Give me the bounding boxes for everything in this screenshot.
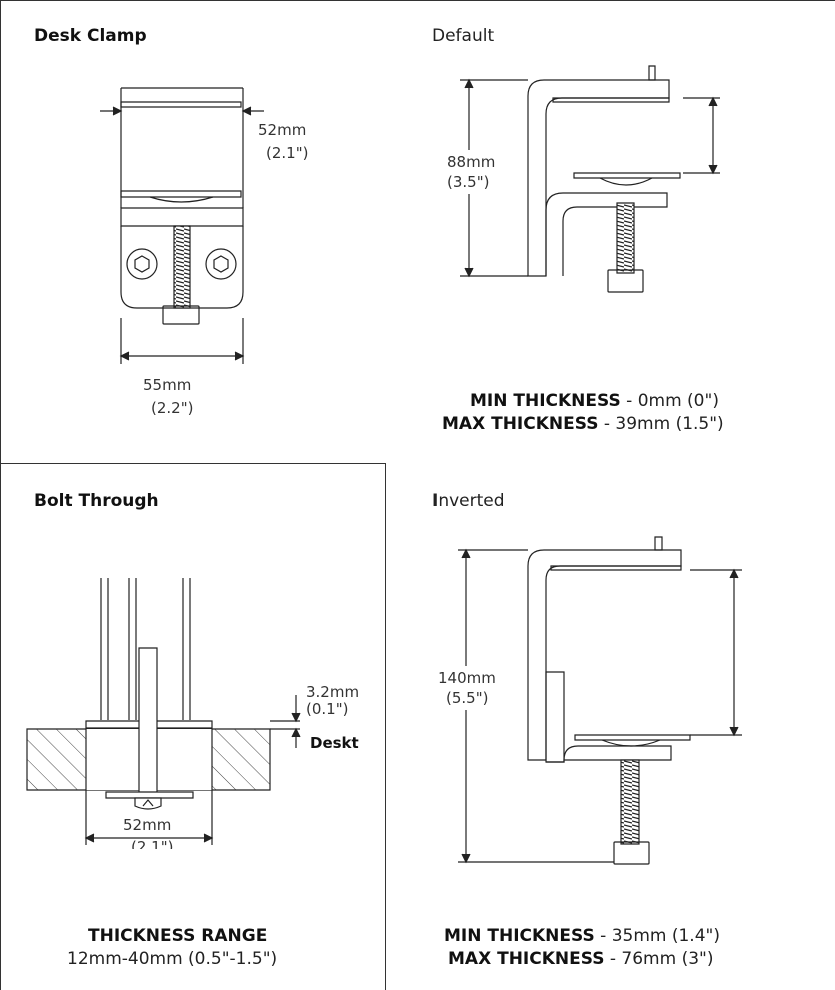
desk-clamp-base-width-in: (2.2"): [151, 399, 194, 417]
bolt-through-title: Bolt Through: [34, 491, 159, 511]
bolt-through-desktop-label: Deskt: [310, 734, 359, 752]
inverted-max-label: MAX THICKNESS: [448, 949, 605, 969]
inverted-pin: [655, 537, 662, 550]
default-pin: [649, 66, 655, 80]
default-lower-pad: [574, 173, 680, 178]
inverted-upper-arm: [528, 550, 681, 760]
default-max-value: - 39mm (1.5"): [598, 414, 724, 434]
default-max-thickness: MAX THICKNESS - 39mm (1.5"): [442, 416, 724, 433]
default-lower-arm: [546, 193, 667, 276]
inverted-top-pad: [551, 566, 681, 570]
inverted-knob: [614, 842, 649, 864]
default-label: Default: [432, 26, 495, 46]
frame-divider-vertical: [385, 463, 386, 990]
default-min-value: - 0mm (0"): [620, 391, 719, 411]
desk-clamp-bolt-right: [206, 249, 236, 279]
bolt-through-hole-width: 52mm: [123, 816, 172, 834]
bolt-through-hole-width-in: (2.1"): [131, 840, 174, 849]
inverted-screw: [621, 760, 639, 844]
default-height: 88mm: [447, 153, 496, 171]
frame-top: [0, 0, 835, 1]
inverted-side-plate: [546, 672, 564, 762]
default-top-pad: [553, 98, 669, 102]
desk-clamp-top-width: 52mm: [258, 121, 307, 139]
default-min-thickness: MIN THICKNESS - 0mm (0"): [470, 393, 719, 410]
default-knob: [608, 270, 643, 292]
inverted-height-in: (5.5"): [446, 689, 489, 707]
desk-clamp-title: Desk Clamp: [34, 26, 147, 46]
inverted-min-label: MIN THICKNESS: [444, 926, 595, 946]
desk-clamp-knob: [163, 306, 199, 324]
inverted-label-first: I: [432, 491, 439, 511]
default-screw: [617, 203, 634, 273]
frame-divider-horizontal: [0, 463, 385, 464]
bolt-through-washer-thickness: 3.2mm: [306, 685, 360, 700]
inverted-max-thickness: MAX THICKNESS - 76mm (3"): [448, 951, 713, 968]
default-height-in: (3.5"): [447, 173, 490, 191]
bolt-through-range-label: THICKNESS RANGE: [88, 926, 268, 946]
desk-clamp-screw: [174, 226, 190, 308]
inverted-lower-arm: [546, 746, 671, 762]
inverted-max-value: - 76mm (3"): [604, 949, 714, 969]
inverted-height: 140mm: [438, 669, 496, 687]
desk-clamp-bolt-left: [127, 249, 157, 279]
inverted-min-thickness: MIN THICKNESS - 35mm (1.4"): [444, 928, 720, 945]
inverted-min-value: - 35mm (1.4"): [594, 926, 720, 946]
default-min-label: MIN THICKNESS: [470, 391, 621, 411]
bolt-through-range-value: 12mm-40mm (0.5"-1.5"): [67, 949, 278, 969]
bolt-through-washer-thickness-in: (0.1"): [306, 700, 349, 718]
desk-clamp-lower-pad: [121, 191, 241, 197]
desk-clamp-base-width: 55mm: [143, 376, 192, 394]
default-max-label: MAX THICKNESS: [442, 414, 599, 434]
frame-left: [0, 0, 1, 990]
inverted-label: Inverted: [432, 493, 505, 510]
inverted-lower-pad: [575, 735, 690, 740]
bolt-through-nut: [135, 798, 161, 809]
desk-clamp-top-width-in: (2.1"): [266, 144, 309, 162]
inverted-label-rest: nverted: [438, 491, 505, 511]
